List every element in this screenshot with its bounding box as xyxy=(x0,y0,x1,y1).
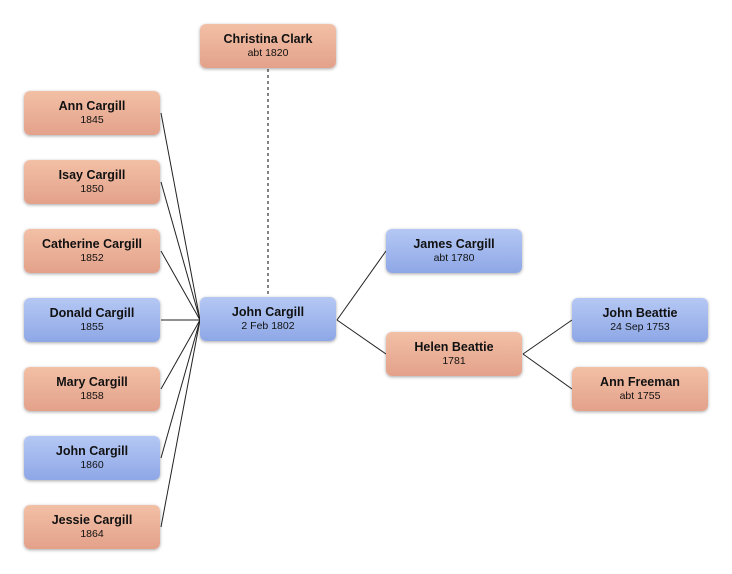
person-john-beattie[interactable]: John Beattie 24 Sep 1753 xyxy=(572,298,708,342)
person-date: 1850 xyxy=(80,183,104,195)
person-date: 2 Feb 1802 xyxy=(241,320,295,332)
person-name: Helen Beattie xyxy=(414,340,494,354)
parent-link-annfreeman xyxy=(522,353,573,390)
person-jessie-cargill[interactable]: Jessie Cargill 1864 xyxy=(24,505,160,549)
person-date: 24 Sep 1753 xyxy=(610,321,670,333)
person-date: 1864 xyxy=(80,528,104,540)
person-catherine-cargill[interactable]: Catherine Cargill 1852 xyxy=(24,229,160,273)
person-date: 1781 xyxy=(442,355,466,367)
person-christina-clark[interactable]: Christina Clark abt 1820 xyxy=(200,24,336,68)
person-isay-cargill[interactable]: Isay Cargill 1850 xyxy=(24,160,160,204)
person-james-cargill[interactable]: James Cargill abt 1780 xyxy=(386,229,522,273)
child-link-john1860 xyxy=(160,319,201,459)
person-mary-cargill[interactable]: Mary Cargill 1858 xyxy=(24,367,160,411)
person-name: Jessie Cargill xyxy=(51,513,133,527)
person-ann-freeman[interactable]: Ann Freeman abt 1755 xyxy=(572,367,708,411)
child-link-isay xyxy=(160,181,201,321)
person-name: Christina Clark xyxy=(223,32,313,46)
person-date: abt 1820 xyxy=(247,47,289,59)
person-date: 1858 xyxy=(80,390,104,402)
parent-link-helen xyxy=(336,319,387,355)
child-link-mary xyxy=(160,319,201,390)
person-name: Isay Cargill xyxy=(58,168,126,182)
child-link-ann xyxy=(160,112,201,321)
person-name: Donald Cargill xyxy=(49,306,135,320)
person-date: 1855 xyxy=(80,321,104,333)
person-name: Catherine Cargill xyxy=(41,237,143,251)
child-link-catherine xyxy=(160,250,201,321)
person-john-cargill-1802[interactable]: John Cargill 2 Feb 1802 xyxy=(200,297,336,341)
person-john-cargill-1860[interactable]: John Cargill 1860 xyxy=(24,436,160,480)
person-date: abt 1780 xyxy=(433,252,475,264)
person-name: John Cargill xyxy=(231,305,305,319)
person-name: John Cargill xyxy=(55,444,129,458)
person-name: James Cargill xyxy=(413,237,495,251)
person-date: abt 1755 xyxy=(619,390,661,402)
person-helen-beattie[interactable]: Helen Beattie 1781 xyxy=(386,332,522,376)
parent-link-johnbeattie xyxy=(522,319,573,355)
person-name: Ann Cargill xyxy=(58,99,126,113)
parent-link-james xyxy=(336,250,387,321)
person-date: 1860 xyxy=(80,459,104,471)
person-name: John Beattie xyxy=(602,306,678,320)
person-date: 1845 xyxy=(80,114,104,126)
child-link-jessie xyxy=(160,319,201,528)
person-date: 1852 xyxy=(80,252,104,264)
person-donald-cargill[interactable]: Donald Cargill 1855 xyxy=(24,298,160,342)
person-ann-cargill[interactable]: Ann Cargill 1845 xyxy=(24,91,160,135)
person-name: Mary Cargill xyxy=(56,375,128,389)
person-name: Ann Freeman xyxy=(600,375,680,389)
